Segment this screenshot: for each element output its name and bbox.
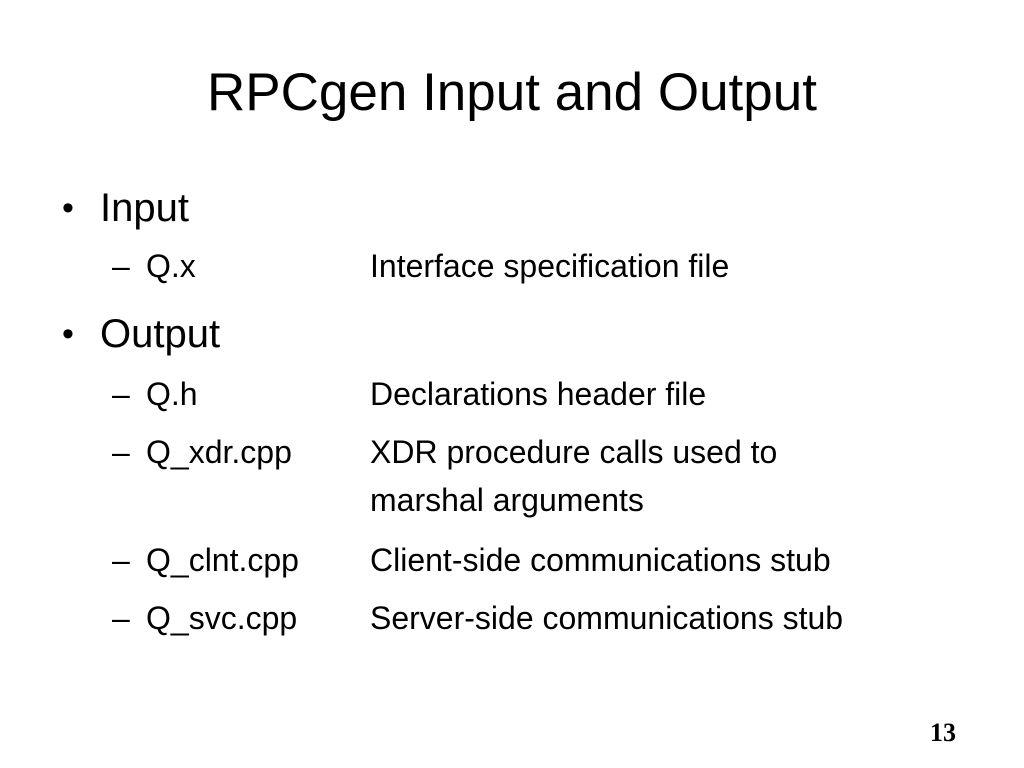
sub-item-qx: – Q.x Interface specification file [112, 242, 984, 290]
dash-icon: – [112, 248, 130, 284]
file-name: Q.h [146, 376, 198, 412]
dash-icon: – [112, 542, 130, 578]
dash-icon: – [112, 376, 130, 412]
dash-icon: – [112, 434, 130, 470]
slide-body: • Input – Q.x Interface specification fi… [62, 182, 984, 642]
file-name: Q.x [146, 248, 196, 284]
sub-item-qh: – Q.h Declarations header file [112, 370, 984, 418]
file-description: XDR procedure calls used to marshal argu… [370, 434, 778, 518]
file-description: Interface specification file [370, 248, 730, 284]
bullet-label: Output [100, 312, 221, 356]
sub-item-qclnt: – Q_clnt.cpp Client-side communications … [112, 536, 984, 584]
slide-title: RPCgen Input and Output [207, 63, 817, 122]
file-description: Server-side communications stub [370, 600, 844, 636]
dash-icon: – [112, 600, 130, 636]
file-description: Declarations header file [370, 376, 707, 412]
bullet-icon: • [62, 315, 74, 353]
file-name: Q_xdr.cpp [146, 434, 292, 470]
file-name: Q_clnt.cpp [146, 542, 299, 578]
bullet-item-output: • Output [62, 308, 984, 360]
bullet-icon: • [62, 189, 74, 227]
file-description: Client-side communications stub [370, 542, 831, 578]
file-name: Q_svc.cpp [146, 600, 298, 636]
sub-item-qsvc: – Q_svc.cpp Server-side communications s… [112, 594, 984, 642]
bullet-label: Input [100, 186, 189, 230]
sub-item-qxdr: – Q_xdr.cpp XDR procedure calls used to … [112, 428, 984, 524]
page-number: 13 [930, 718, 956, 747]
bullet-item-input: • Input [62, 182, 984, 234]
